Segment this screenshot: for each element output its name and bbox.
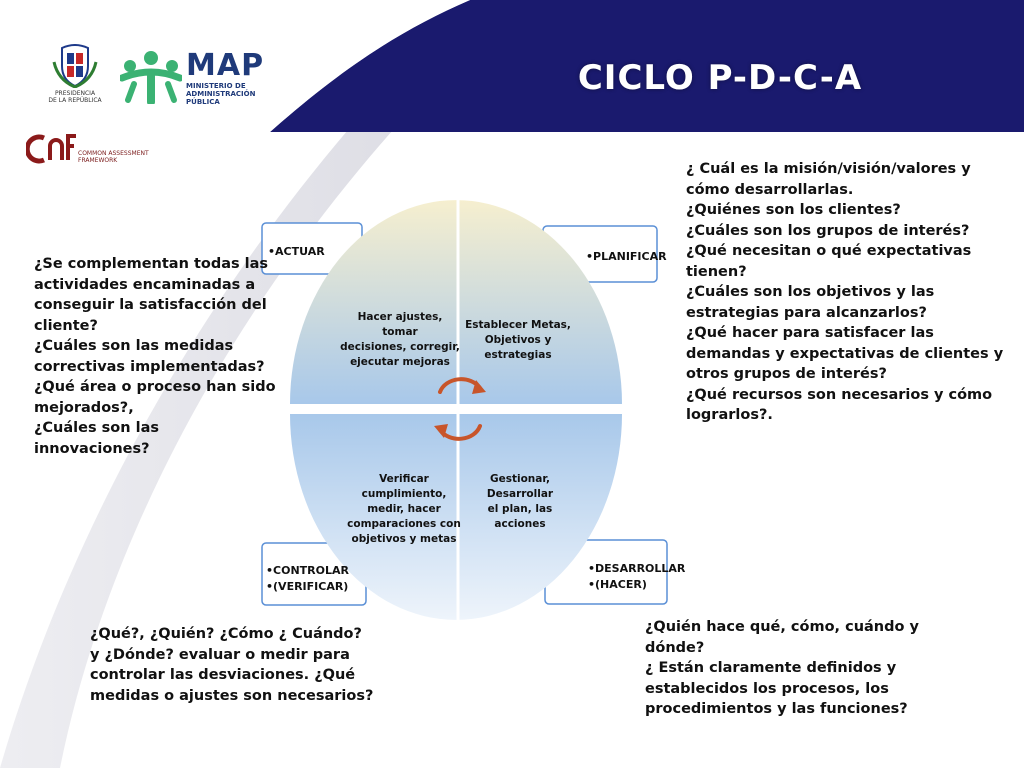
oval-bottom-half (290, 414, 622, 620)
quadrant-text-actuar: Hacer ajustes, tomar decisiones, corregi… (340, 311, 460, 368)
slide-title: CICLO P-D-C-A (577, 58, 863, 98)
oval-top-half (290, 200, 622, 404)
map-logo: MAP MINISTERIO DE ADMINISTRACIÓN PÚBLICA (120, 48, 290, 108)
header-band (270, 0, 1024, 132)
questions-planificar: ¿ Cuál es la misión/visión/valores y cóm… (686, 161, 1004, 423)
caf-logo: COMMON ASSESSMENT FRAMEWORK (26, 130, 156, 170)
phase-label-actuar: •ACTUAR (268, 245, 325, 258)
questions-actuar: ¿Se complementan todas las actividades e… (34, 256, 276, 457)
caf-logo-icon (26, 134, 76, 164)
questions-desarrollar: ¿Quién hace qué, cómo, cuándo y dónde? ¿… (645, 619, 919, 717)
people-figures-icon (120, 51, 182, 104)
phase-label-planificar: •PLANIFICAR (586, 250, 667, 263)
quadrant-text-planificar: Establecer Metas, Objetivos y estrategia… (465, 319, 571, 361)
caf-text: COMMON ASSESSMENT FRAMEWORK (78, 150, 149, 164)
presidencia-text: PRESIDENCIA DE LA REPÚBLICA (48, 90, 102, 104)
questions-controlar: ¿Qué?, ¿Quién? ¿Cómo ¿ Cuándo? y ¿Dónde?… (90, 626, 374, 704)
quadrant-text-controlar: Verificar cumplimiento, medir, hacer com… (347, 473, 461, 545)
quadrant-text-desarrollar: Gestionar, Desarrollar el plan, las acci… (486, 473, 554, 530)
phase-label-desarrollar: •DESARROLLAR •(HACER) (588, 562, 686, 591)
map-subtitle: MINISTERIO DE ADMINISTRACIÓN PÚBLICA (186, 82, 256, 106)
phase-label-controlar: •CONTROLAR •(VERIFICAR) (266, 564, 349, 593)
grey-swoosh (0, 0, 520, 768)
presidencia-logo: PRESIDENCIA DE LA REPÚBLICA (40, 44, 110, 108)
coat-of-arms-icon (52, 44, 98, 89)
map-name: MAP (186, 48, 265, 83)
